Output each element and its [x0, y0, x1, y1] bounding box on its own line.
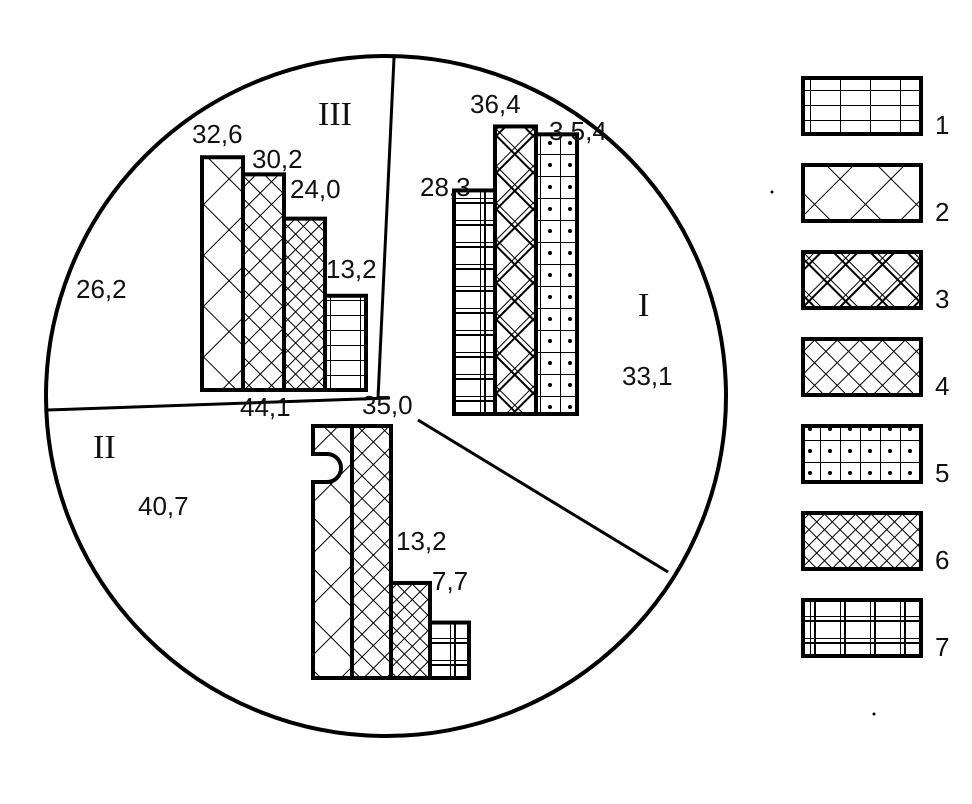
bar-III-2 — [200, 155, 245, 392]
bar-label-II-2: 44,1 — [240, 392, 291, 422]
bar-label-I-3: 36,4 — [470, 89, 521, 119]
legend-swatch-3 — [801, 250, 923, 310]
bar-label-II-7: 7,7 — [432, 566, 468, 596]
legend-label-3: 3 — [935, 284, 949, 314]
bar-I-7 — [452, 188, 497, 416]
legend: 1 2 3 4 5 6 7 — [801, 76, 949, 662]
slice-divider-III-II — [47, 396, 391, 412]
bar-III-1 — [323, 293, 368, 393]
legend-label-4: 4 — [935, 371, 949, 401]
bar-I-5 — [534, 132, 579, 416]
legend-swatch-2 — [801, 163, 923, 223]
bar-label-III-6: 24,0 — [290, 174, 341, 204]
legend-label-7: 7 — [935, 632, 949, 662]
legend-label-5: 5 — [935, 458, 949, 488]
bar-group-II: 44,1 35,0 13,2 7,7 — [240, 390, 471, 681]
bar-II-6 — [389, 580, 432, 681]
slice-divider-III-I — [376, 57, 396, 399]
bar-II-7 — [428, 620, 471, 680]
legend-swatch-4 — [801, 337, 923, 397]
bar-label-I-7: 28,3 — [420, 172, 471, 202]
bar-III-4 — [241, 172, 286, 392]
pie-outline — [44, 54, 728, 738]
legend-label-2: 2 — [935, 197, 949, 227]
bar-label-II-4: 35,0 — [362, 390, 413, 420]
bar-label-III-1: 13,2 — [326, 254, 377, 284]
scan-speck — [872, 712, 876, 716]
bar-group-I: 28,3 36,4 3 5,4 — [420, 89, 607, 416]
bar-III-6 — [282, 216, 327, 392]
legend-swatch-6 — [801, 511, 923, 571]
slice-value-III: 26,2 — [76, 274, 127, 304]
bar-II-2 — [311, 424, 354, 680]
legend-label-1: 1 — [935, 110, 949, 140]
slice-value-I: 33,1 — [622, 361, 673, 391]
legend-label-6: 6 — [935, 545, 949, 575]
slice-label-III: III — [318, 96, 352, 133]
bar-group-III: 32,6 30,224,0 13,2 — [192, 119, 377, 393]
legend-swatch-1 — [801, 76, 923, 136]
slice-value-II: 40,7 — [138, 491, 189, 521]
legend-swatch-5 — [801, 424, 923, 484]
legend-swatch-7 — [801, 598, 923, 658]
bar-label-III-2: 32,6 — [192, 119, 243, 149]
bar-label-I-5: 3 5,4 — [549, 116, 607, 146]
bar-label-III-4: 30,2 — [252, 144, 303, 174]
slice-label-II: II — [93, 429, 116, 466]
slice-divider-I-II — [417, 418, 669, 574]
bar-label-II-6: 13,2 — [396, 526, 447, 556]
scan-speck — [770, 190, 774, 194]
slice-label-I: I — [638, 287, 649, 324]
bar-I-3 — [493, 124, 538, 416]
bar-II-4 — [350, 424, 393, 680]
